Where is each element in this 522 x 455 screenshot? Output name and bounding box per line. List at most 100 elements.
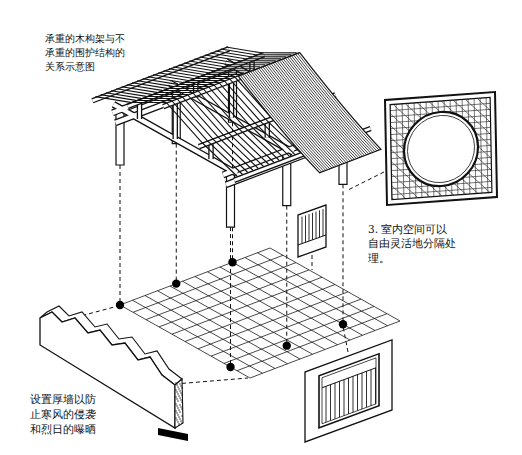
stone-stipple: [176, 419, 177, 420]
window-bar: [375, 368, 376, 404]
grid-line: [185, 285, 335, 342]
stone-stipple: [175, 410, 176, 411]
stone-stipple: [176, 412, 177, 413]
stone-stipple: [177, 421, 178, 422]
stone-stipple: [179, 383, 180, 384]
column-footing: [283, 341, 291, 349]
rafter: [116, 89, 258, 169]
dashed-projection: [286, 206, 287, 346]
grid-line: [172, 277, 322, 334]
stone-stipple: [179, 390, 180, 391]
stone-stipple: [175, 403, 176, 404]
door-panel: [298, 205, 326, 257]
grid-line: [198, 292, 348, 349]
stone-stipple: [175, 396, 176, 397]
roof-sheet: [238, 53, 381, 173]
callout-note: 3. 室内空间可以自由灵活地分隔处理。: [368, 222, 458, 265]
stone-stipple: [175, 417, 176, 418]
stone-stipple: [177, 393, 178, 394]
window-bar: [353, 376, 354, 412]
stone-stipple: [180, 406, 181, 407]
lattice-bar: [393, 98, 490, 200]
stone-stipple: [180, 385, 181, 386]
sheet-fold: [296, 54, 377, 151]
stone-stipple: [177, 386, 178, 387]
grid-line: [133, 255, 283, 312]
stone-stipple: [181, 408, 182, 409]
sheet-fold: [279, 61, 360, 158]
sheet-fold: [285, 58, 366, 155]
screen-inner-frame: [390, 97, 492, 199]
rafter: [106, 93, 248, 173]
dashed-projection: [343, 326, 348, 352]
sheet-fold: [281, 60, 362, 157]
window-frame: [319, 354, 379, 428]
screen-lattice: [390, 97, 492, 199]
moon-gate-screen: [285, 86, 522, 213]
dashed-projection: [230, 227, 231, 367]
window-bar: [344, 380, 345, 416]
stone-stipple: [177, 407, 178, 408]
stone-stipple: [181, 387, 182, 388]
rafter: [111, 91, 253, 171]
strut-post: [173, 104, 179, 139]
window-bar: [357, 375, 358, 411]
stone-stipple: [180, 420, 181, 421]
door-lattice: [312, 213, 313, 240]
sheet-fold: [294, 55, 375, 152]
window-inner: [322, 358, 376, 424]
stone-stipple: [181, 422, 182, 423]
stone-stipple: [176, 384, 177, 385]
panel-outline: [305, 340, 392, 442]
window-transom: [322, 368, 376, 388]
grid-line: [211, 299, 361, 356]
stone-stipple: [179, 397, 180, 398]
stone-stipple: [181, 415, 182, 416]
sheet-fold: [290, 57, 371, 154]
stone-stipple: [175, 382, 176, 383]
door-lattice: [302, 217, 303, 244]
door-lattice: [323, 209, 324, 236]
stone-stipple: [177, 400, 178, 401]
rafter: [95, 97, 237, 177]
dashed-projection: [348, 172, 384, 190]
grid-line: [120, 248, 270, 305]
lattice-bar: [477, 97, 492, 193]
strut-post: [137, 104, 143, 119]
column-footing: [339, 320, 347, 328]
sheet-fold: [277, 61, 358, 158]
stone-stipple: [179, 404, 180, 405]
sheet-fold: [298, 53, 379, 150]
lattice-bar: [396, 104, 398, 199]
moon-opening: [403, 109, 478, 188]
wall-panel: [305, 340, 392, 442]
dashed-projection: [175, 378, 248, 384]
window-bar: [330, 385, 331, 421]
door-lattice: [316, 212, 317, 239]
rafter: [101, 95, 243, 175]
column-footing: [226, 363, 234, 371]
window-bar: [339, 381, 340, 417]
rafter: [122, 87, 264, 167]
stone-stipple: [179, 418, 180, 419]
column-footing: [228, 258, 236, 266]
rafter: [226, 47, 297, 53]
dashed-projection: [176, 144, 177, 284]
annotation-label: 承重的木构架与不承重的围护结构的关系示意图: [45, 32, 128, 73]
door-lattice: [319, 210, 320, 237]
door-rail: [298, 235, 326, 245]
sheet-fold: [287, 57, 368, 154]
stone-stipple: [178, 395, 179, 396]
window-bar: [335, 383, 336, 419]
stone-stipple: [176, 391, 177, 392]
window-bar: [326, 386, 327, 422]
moon-inner-ring: [407, 113, 475, 185]
stone-stipple: [180, 392, 181, 393]
stone-stipple: [181, 394, 182, 395]
sheet-outline: [238, 53, 381, 173]
stone-stipple: [178, 388, 179, 389]
stone-stipple: [179, 411, 180, 412]
ground-patch: [158, 428, 188, 441]
stone-stipple: [180, 399, 181, 400]
